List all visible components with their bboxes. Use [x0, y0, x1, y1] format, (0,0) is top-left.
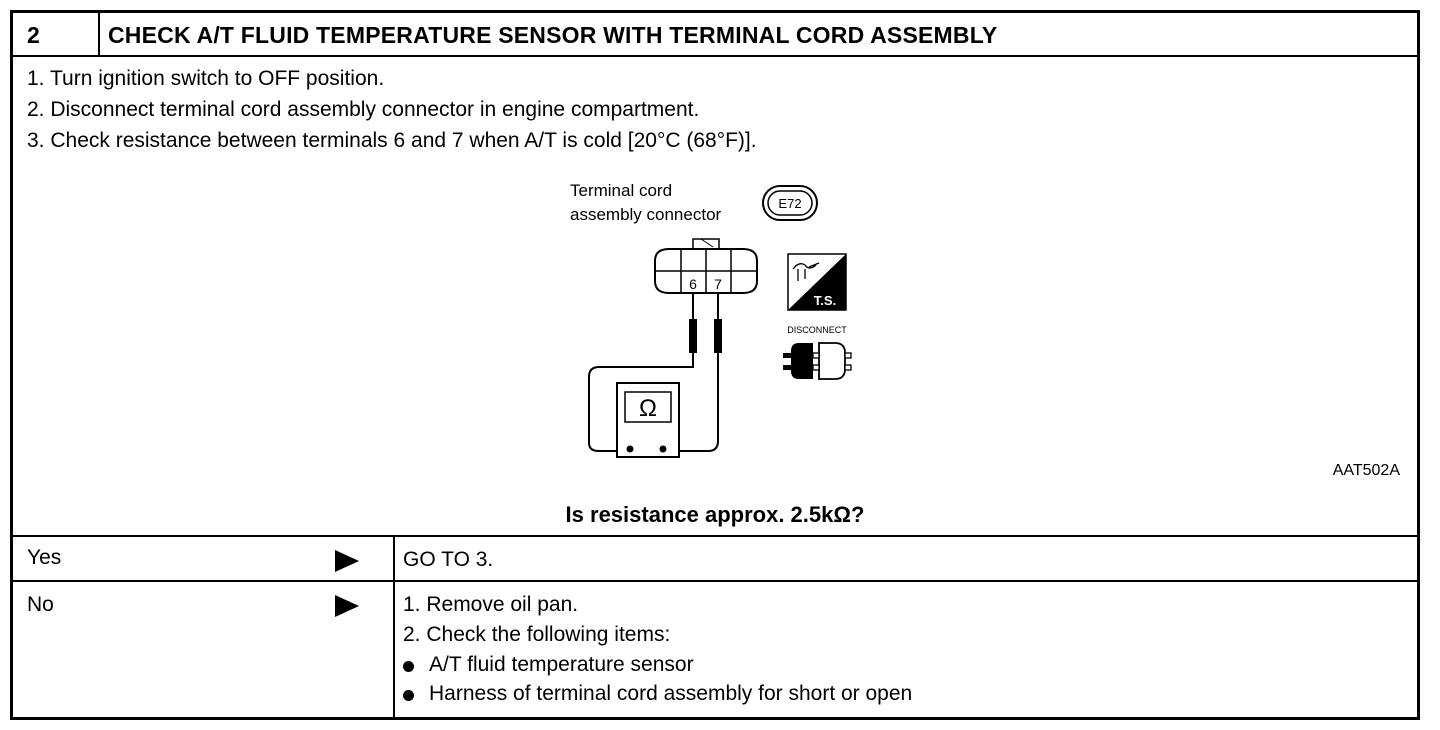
check-question: Is resistance approx. 2.5kΩ?: [565, 502, 865, 527]
terminal-cord-connector: 6 7: [654, 238, 758, 294]
instruction-1: 1. Turn ignition switch to OFF position.: [27, 67, 385, 90]
connector-resistance-diagram: Terminal cord assembly connector E72 6 7: [570, 181, 1401, 479]
instruction-3: 3. Check resistance between terminals 6 …: [27, 129, 757, 152]
step-title: CHECK A/T FLUID TEMPERATURE SENSOR WITH …: [108, 22, 998, 48]
result-rule-middle: [13, 580, 1417, 582]
connector-code: E72: [778, 196, 801, 211]
probe-right: [714, 294, 722, 353]
connector-label-line1: Terminal cord: [570, 181, 672, 200]
connector-code-badge: E72: [762, 185, 818, 221]
check-item-1: A/T fluid temperature sensor: [429, 653, 694, 676]
diagnostic-procedure-table: 2 CHECK A/T FLUID TEMPERATURE SENSOR WIT…: [10, 10, 1420, 720]
instruction-2: 2. Disconnect terminal cord assembly con…: [27, 98, 700, 121]
wire-right: [663, 353, 719, 452]
disconnect-icon: [783, 342, 852, 380]
header-rule: [13, 55, 1417, 57]
step-number: 2: [27, 22, 40, 48]
bullet-icon: [403, 690, 414, 701]
result-no-step-1: 1. Remove oil pan.: [403, 593, 579, 616]
figure-id: AAT502A: [1333, 462, 1401, 479]
disconnect-label: DISCONNECT: [787, 325, 847, 335]
check-item-2: Harness of terminal cord assembly for sh…: [429, 682, 913, 705]
result-label-yes: Yes: [27, 546, 62, 569]
bullet-icon: [403, 661, 414, 672]
result-rule-top: [13, 535, 1417, 537]
terminal-6-label: 6: [689, 276, 697, 292]
result-no-step-2: 2. Check the following items:: [403, 623, 671, 646]
ohmmeter: Ω: [616, 382, 680, 458]
result-label-no: No: [27, 593, 54, 616]
probe-left: [689, 294, 697, 353]
connector-label-line2: assembly connector: [570, 205, 722, 224]
wire-left: [588, 353, 694, 452]
ts-label: T.S.: [814, 293, 836, 308]
test-symbol-badge: T.S.: [787, 253, 847, 311]
result-divider: [393, 535, 395, 717]
header-divider: [98, 13, 100, 55]
ohm-symbol: Ω: [639, 395, 657, 422]
arrow-right-icon: [335, 595, 359, 617]
arrow-right-icon: [335, 550, 359, 572]
terminal-7-label: 7: [714, 276, 722, 292]
result-yes-action: GO TO 3.: [403, 548, 494, 571]
multimeter-probe-icon: [792, 262, 820, 281]
